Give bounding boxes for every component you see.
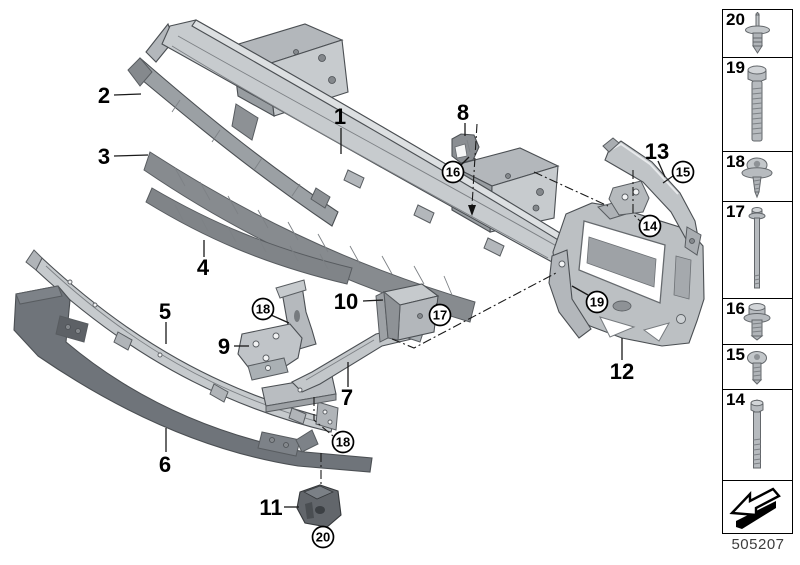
hex-bolt-long-icon bbox=[747, 64, 766, 141]
part-label-12-text[interactable]: 12 bbox=[610, 359, 634, 384]
long-thin-bolt-icon bbox=[748, 207, 765, 289]
part-label-11[interactable]: 11 bbox=[259, 495, 299, 520]
legend-box-15[interactable]: 15 bbox=[723, 345, 792, 390]
legend-num-16: 16 bbox=[726, 299, 745, 318]
part-label-11-text[interactable]: 11 bbox=[259, 495, 282, 520]
part-13-strut[interactable] bbox=[602, 137, 702, 256]
part-label-3-text[interactable]: 3 bbox=[98, 144, 110, 169]
callout-18-lower-text[interactable]: 18 bbox=[336, 435, 350, 450]
legend-num-17: 17 bbox=[726, 202, 745, 221]
legend-num-14: 14 bbox=[726, 390, 745, 409]
legend-box-14[interactable]: 14 bbox=[723, 390, 792, 481]
callout-19-text[interactable]: 19 bbox=[590, 295, 604, 310]
legend-num-18: 18 bbox=[726, 152, 745, 171]
washer-torx-screw-icon bbox=[741, 157, 772, 198]
part-label-9-text[interactable]: 9 bbox=[218, 334, 230, 359]
part-label-10[interactable]: 10 bbox=[334, 289, 384, 314]
part-3-energy-absorber[interactable] bbox=[143, 151, 476, 323]
legend-box-16[interactable]: 16 bbox=[723, 299, 792, 345]
callout-16[interactable]: 16 bbox=[441, 156, 470, 184]
part-label-4-text[interactable]: 4 bbox=[197, 255, 210, 280]
part-label-7[interactable]: 7 bbox=[341, 362, 353, 410]
diagram-number: 505207 bbox=[731, 536, 785, 553]
legend-box-17[interactable]: 17 bbox=[723, 202, 792, 299]
part-11-holder[interactable] bbox=[296, 484, 342, 528]
pan-head-screw-icon bbox=[746, 350, 767, 385]
callout-17-text[interactable]: 17 bbox=[433, 308, 447, 323]
part-label-1[interactable]: 1 bbox=[334, 104, 346, 154]
part-label-13[interactable]: 13 bbox=[645, 139, 669, 178]
callout-14[interactable]: 14 bbox=[638, 214, 662, 238]
part-label-13-text[interactable]: 13 bbox=[645, 139, 669, 164]
callout-17[interactable]: 17 bbox=[428, 303, 452, 327]
legend-box-19[interactable]: 19 bbox=[723, 58, 792, 152]
part-10-mount-bracket[interactable] bbox=[375, 283, 440, 343]
part-6-air-deflector[interactable] bbox=[13, 285, 373, 473]
legend-box-18[interactable]: 18 bbox=[723, 152, 792, 202]
legend-num-15: 15 bbox=[726, 345, 745, 364]
expanding-rivet-icon bbox=[744, 11, 770, 54]
part-label-6[interactable]: 6 bbox=[159, 428, 171, 477]
callout-19[interactable]: 19 bbox=[571, 285, 609, 314]
legend-box-20[interactable]: 20 bbox=[723, 10, 792, 58]
part-label-12[interactable]: 12 bbox=[610, 338, 634, 384]
part-5-support-rail[interactable] bbox=[25, 249, 339, 433]
part-label-8[interactable]: 8 bbox=[457, 100, 469, 136]
callout-20-text[interactable]: 20 bbox=[316, 530, 330, 545]
part-9-holder-bracket[interactable] bbox=[237, 279, 317, 381]
part-label-1-text[interactable]: 1 bbox=[334, 104, 346, 129]
callout-18-lower[interactable]: 18 bbox=[331, 430, 355, 454]
part-label-9[interactable]: 9 bbox=[218, 334, 249, 359]
flange-hex-bolt-icon bbox=[743, 302, 770, 341]
callout-20[interactable]: 20 bbox=[311, 525, 335, 549]
arrowhead bbox=[468, 205, 476, 216]
part-label-5[interactable]: 5 bbox=[159, 299, 171, 344]
callout-16-text[interactable]: 16 bbox=[446, 165, 460, 180]
callout-14-text[interactable]: 14 bbox=[643, 219, 658, 234]
direction-arrow-icon bbox=[728, 487, 781, 529]
legend-box-direction[interactable] bbox=[723, 481, 792, 533]
part-label-8-text[interactable]: 8 bbox=[457, 100, 469, 125]
part-label-10-text[interactable]: 10 bbox=[334, 289, 358, 314]
part-1-bumper-carrier[interactable] bbox=[145, 19, 573, 263]
part-2-upper-absorber[interactable] bbox=[127, 57, 339, 227]
callout-18-upper-text[interactable]: 18 bbox=[256, 302, 270, 317]
part-4-lower-absorber[interactable] bbox=[145, 187, 353, 285]
part-8-clip[interactable] bbox=[451, 133, 480, 164]
part-7-support-bracket[interactable] bbox=[261, 325, 425, 413]
hex-bolt-medium-icon bbox=[750, 399, 763, 469]
legend-num-20: 20 bbox=[726, 10, 745, 29]
part-label-4[interactable]: 4 bbox=[197, 240, 210, 280]
part-label-2[interactable]: 2 bbox=[98, 83, 142, 108]
part-label-2-text[interactable]: 2 bbox=[98, 83, 110, 108]
part-label-3[interactable]: 3 bbox=[98, 144, 149, 169]
assembly-lines bbox=[313, 123, 641, 484]
part-label-5-text[interactable]: 5 bbox=[159, 299, 171, 324]
part-label-7-text[interactable]: 7 bbox=[341, 385, 353, 410]
part-label-6-text[interactable]: 6 bbox=[159, 452, 171, 477]
legend-num-19: 19 bbox=[726, 58, 745, 77]
callout-15-text[interactable]: 15 bbox=[676, 165, 690, 180]
fastener-legend: 20 19 18 bbox=[722, 9, 793, 534]
callout-15[interactable]: 15 bbox=[662, 160, 695, 184]
callout-18-upper[interactable]: 18 bbox=[251, 297, 290, 324]
